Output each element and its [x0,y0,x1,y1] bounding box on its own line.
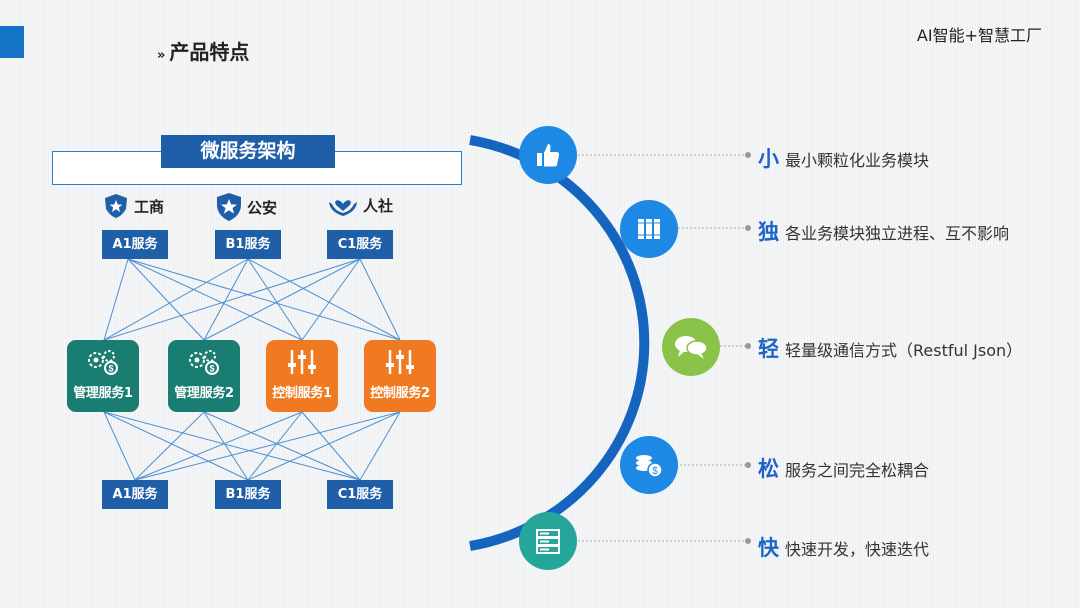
page-title: »产品特点 [157,40,250,64]
service-tile-control-1[interactable]: 控制服务1 [266,340,338,412]
svg-text:$: $ [652,466,658,477]
page-title-text: 产品特点 [169,40,250,64]
service-tile-control-2[interactable]: 控制服务2 [364,340,436,412]
feature-leader-dots [745,152,751,544]
org-gongshang: 工商 [102,192,164,220]
org-renshe: 人社 [327,192,393,218]
feature-text: 轻量级通信方式（Restful Json） [785,341,1023,360]
feature-key: 独 [758,220,779,244]
feature-text: 各业务模块独立进程、互不影响 [785,224,1010,243]
thumbs-up-icon [537,144,560,167]
service-tile-manage-2[interactable]: $ 管理服务2 [168,340,240,412]
feature-node-independent [620,200,678,258]
feature-key: 小 [758,147,779,171]
feature-fast: 快 快速开发，快速迭代 [758,532,929,562]
gears-dollar-icon: $ [88,350,118,375]
police-badge-icon [105,194,127,218]
top-mesh [103,258,401,341]
feature-arc [469,135,650,551]
service-tile-manage-1[interactable]: $ 管理服务1 [67,340,139,412]
service-tile-label: 管理服务2 [174,386,234,401]
feature-node-fast [519,512,577,570]
feature-key: 轻 [758,337,779,361]
service-tile-label: 控制服务1 [272,386,332,401]
hands-heart-icon [329,200,357,216]
chat-bubbles-icon [675,336,708,359]
sliders-icon [288,350,316,374]
gears-dollar-icon: $ [189,350,219,375]
feature-leaders [578,154,746,542]
org-label: 公安 [247,198,278,217]
service-tile-label: 控制服务2 [370,386,430,401]
service-box-b1-top[interactable]: B1服务 [215,230,281,259]
feature-independent: 独 各业务模块独立进程、互不影响 [758,216,1009,246]
service-box-a1-bottom[interactable]: A1服务 [102,480,168,509]
brand-label: AI智能+智慧工厂 [916,26,1042,45]
svg-text:$: $ [108,364,113,374]
feature-key: 快 [758,536,779,560]
svg-text:$: $ [209,364,214,374]
sliders-icon [386,350,414,374]
feature-node-small [519,126,577,184]
corner-accent [0,26,24,58]
shield-star-icon [217,193,241,221]
service-box-c1-top[interactable]: C1服务 [327,230,393,259]
coins-icon: $ [636,455,663,478]
service-box-c1-bottom[interactable]: C1服务 [327,480,393,509]
feature-node-loose: $ [620,436,678,494]
service-box-a1-top[interactable]: A1服务 [102,230,168,259]
feature-text: 最小颗粒化业务模块 [785,151,930,170]
server-icon [536,529,560,554]
feature-node-light [662,318,720,376]
org-label: 工商 [134,197,165,216]
service-box-b1-bottom[interactable]: B1服务 [215,480,281,509]
feature-text: 快速开发，快速迭代 [785,540,930,559]
columns-icon [638,219,660,239]
service-tile-label: 管理服务1 [73,386,133,401]
feature-light: 轻 轻量级通信方式（Restful Json） [758,333,1022,363]
org-label: 人社 [363,196,394,215]
feature-small: 小 最小颗粒化业务模块 [758,143,929,173]
architecture-title: 微服务架构 [161,135,335,168]
org-gongan: 公安 [215,192,277,222]
feature-text: 服务之间完全松耦合 [785,461,930,480]
bottom-mesh [103,411,401,481]
feature-loose: 松 服务之间完全松耦合 [758,453,929,483]
feature-key: 松 [758,457,779,481]
